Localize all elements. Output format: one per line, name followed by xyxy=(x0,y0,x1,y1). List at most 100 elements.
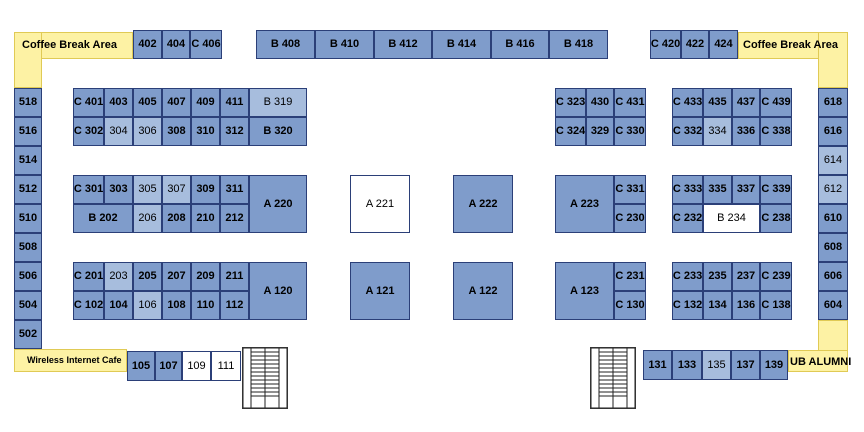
booth[interactable]: B 319 xyxy=(249,88,307,117)
booth[interactable]: 516 xyxy=(14,117,42,146)
booth[interactable]: C 406 xyxy=(190,30,222,59)
booth[interactable]: 203 xyxy=(104,262,133,291)
booth[interactable]: C 323 xyxy=(555,88,586,117)
booth[interactable]: 403 xyxy=(104,88,133,117)
booth[interactable]: A 221 xyxy=(350,175,410,233)
booth[interactable]: 334 xyxy=(703,117,732,146)
booth[interactable]: C 338 xyxy=(760,117,792,146)
booth[interactable]: C 302 xyxy=(73,117,104,146)
booth[interactable]: 311 xyxy=(220,175,249,204)
booth[interactable]: 137 xyxy=(731,350,760,380)
booth[interactable]: 109 xyxy=(182,351,211,381)
booth[interactable]: 512 xyxy=(14,175,42,204)
booth[interactable]: B 412 xyxy=(374,30,432,59)
booth[interactable]: 106 xyxy=(133,291,162,320)
booth[interactable]: C 401 xyxy=(73,88,104,117)
booth[interactable]: 235 xyxy=(703,262,732,291)
booth[interactable]: C 332 xyxy=(672,117,703,146)
booth[interactable]: 107 xyxy=(155,351,182,381)
booth[interactable]: 212 xyxy=(220,204,249,233)
booth[interactable]: 616 xyxy=(818,117,848,146)
booth[interactable]: 336 xyxy=(732,117,760,146)
booth[interactable]: 424 xyxy=(709,30,738,59)
booth[interactable]: A 223 xyxy=(555,175,614,233)
booth[interactable]: 237 xyxy=(732,262,760,291)
booth[interactable]: 110 xyxy=(191,291,220,320)
booth[interactable]: 435 xyxy=(703,88,732,117)
booth[interactable]: 131 xyxy=(643,350,672,380)
booth[interactable]: 112 xyxy=(220,291,249,320)
booth[interactable]: 211 xyxy=(220,262,249,291)
booth[interactable]: A 123 xyxy=(555,262,614,320)
booth[interactable]: 305 xyxy=(133,175,162,204)
booth[interactable]: 309 xyxy=(191,175,220,204)
booth[interactable]: 430 xyxy=(586,88,614,117)
booth[interactable]: 606 xyxy=(818,262,848,291)
booth[interactable]: 134 xyxy=(703,291,732,320)
booth[interactable]: 205 xyxy=(133,262,162,291)
booth[interactable]: B 414 xyxy=(432,30,491,59)
booth[interactable]: 404 xyxy=(162,30,190,59)
booth[interactable]: 312 xyxy=(220,117,249,146)
booth[interactable]: 402 xyxy=(133,30,162,59)
booth[interactable]: A 122 xyxy=(453,262,513,320)
booth[interactable]: 304 xyxy=(104,117,133,146)
booth[interactable]: C 232 xyxy=(672,204,703,233)
booth[interactable]: 208 xyxy=(162,204,191,233)
booth[interactable]: 133 xyxy=(672,350,702,380)
booth[interactable]: C 102 xyxy=(73,291,104,320)
booth[interactable]: 411 xyxy=(220,88,249,117)
booth[interactable]: C 201 xyxy=(73,262,104,291)
booth[interactable]: B 320 xyxy=(249,117,307,146)
booth[interactable]: B 202 xyxy=(73,204,133,233)
booth[interactable]: C 239 xyxy=(760,262,792,291)
booth[interactable]: C 130 xyxy=(614,291,646,320)
booth[interactable]: B 234 xyxy=(703,204,760,233)
booth[interactable]: 337 xyxy=(732,175,760,204)
booth[interactable]: B 416 xyxy=(491,30,549,59)
booth[interactable]: C 333 xyxy=(672,175,703,204)
booth[interactable]: C 138 xyxy=(760,291,792,320)
booth[interactable]: 108 xyxy=(162,291,191,320)
booth[interactable]: B 418 xyxy=(549,30,608,59)
booth[interactable]: 308 xyxy=(162,117,191,146)
booth[interactable]: C 431 xyxy=(614,88,646,117)
booth[interactable]: C 330 xyxy=(614,117,646,146)
booth[interactable]: 604 xyxy=(818,291,848,320)
booth[interactable]: 307 xyxy=(162,175,191,204)
booth[interactable]: 618 xyxy=(818,88,848,117)
booth[interactable]: 502 xyxy=(14,320,42,349)
booth[interactable]: 104 xyxy=(104,291,133,320)
booth[interactable]: 422 xyxy=(681,30,709,59)
booth[interactable]: 303 xyxy=(104,175,133,204)
booth[interactable]: 405 xyxy=(133,88,162,117)
booth[interactable]: C 231 xyxy=(614,262,646,291)
booth[interactable]: B 410 xyxy=(315,30,374,59)
booth[interactable]: 504 xyxy=(14,291,42,320)
booth[interactable]: 407 xyxy=(162,88,191,117)
booth[interactable]: 329 xyxy=(586,117,614,146)
booth[interactable]: 139 xyxy=(760,350,788,380)
booth[interactable]: 508 xyxy=(14,233,42,262)
booth[interactable]: 610 xyxy=(818,204,848,233)
booth[interactable]: 510 xyxy=(14,204,42,233)
booth[interactable]: C 132 xyxy=(672,291,703,320)
booth[interactable]: 207 xyxy=(162,262,191,291)
booth[interactable]: 608 xyxy=(818,233,848,262)
booth[interactable]: A 120 xyxy=(249,262,307,320)
booth[interactable]: 514 xyxy=(14,146,42,175)
booth[interactable]: C 439 xyxy=(760,88,792,117)
booth[interactable]: 518 xyxy=(14,88,42,117)
booth[interactable]: C 324 xyxy=(555,117,586,146)
booth[interactable]: 310 xyxy=(191,117,220,146)
booth[interactable]: C 339 xyxy=(760,175,792,204)
booth[interactable]: 206 xyxy=(133,204,162,233)
booth[interactable]: C 433 xyxy=(672,88,703,117)
booth[interactable]: 335 xyxy=(703,175,732,204)
booth[interactable]: C 301 xyxy=(73,175,104,204)
booth[interactable]: 614 xyxy=(818,146,848,175)
booth[interactable]: 209 xyxy=(191,262,220,291)
booth[interactable]: C 420 xyxy=(650,30,681,59)
booth[interactable]: 612 xyxy=(818,175,848,204)
booth[interactable]: 210 xyxy=(191,204,220,233)
